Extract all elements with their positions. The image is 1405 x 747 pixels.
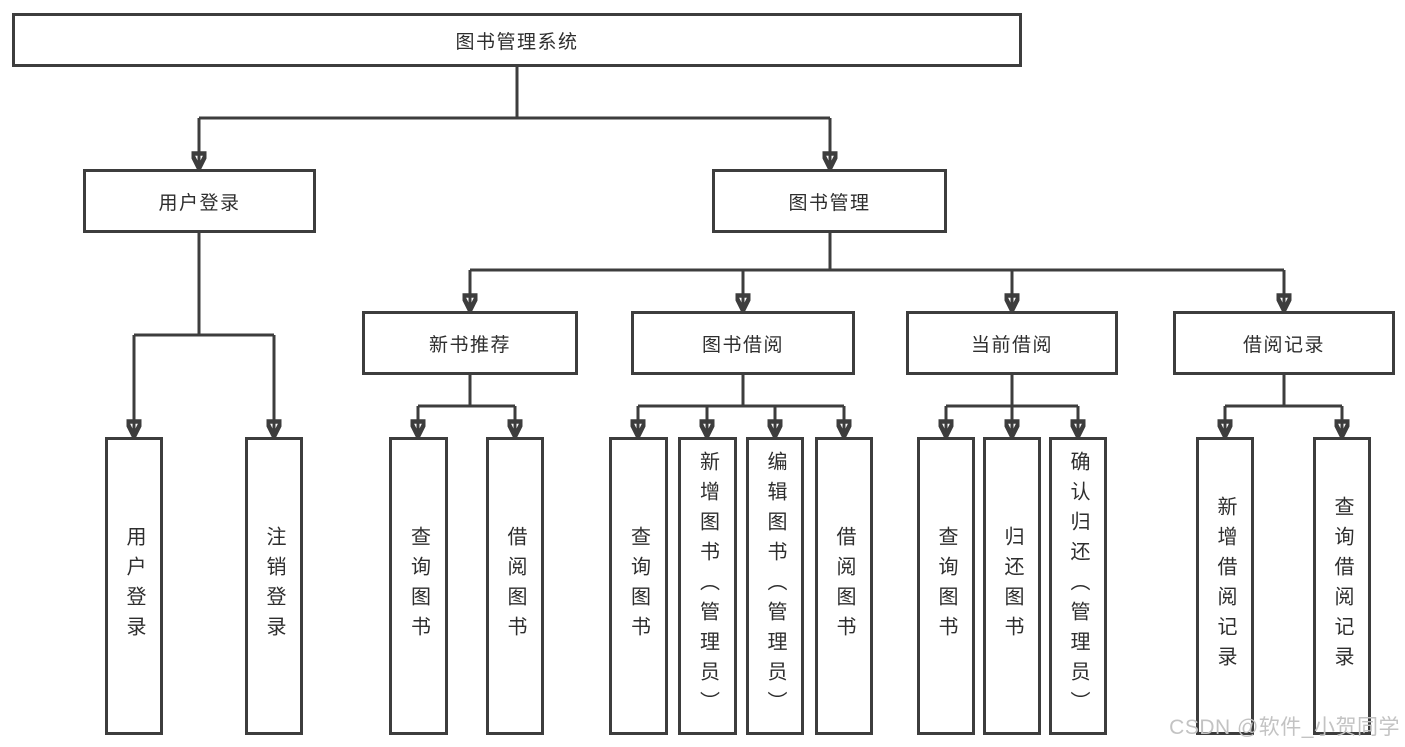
node-current-confirm-return-label: 确认归还（管理员） bbox=[1067, 451, 1089, 721]
node-current-return-books-label: 归还图书 bbox=[1001, 526, 1023, 646]
csdn-watermark: CSDN @软件_小贺同学 bbox=[1169, 716, 1400, 739]
node-user-login-leaf: 用户登录 bbox=[105, 437, 163, 735]
node-borrow-borrow-books-label: 借阅图书 bbox=[833, 526, 855, 646]
node-records-add-record: 新增借阅记录 bbox=[1196, 437, 1254, 735]
node-logout-leaf-label: 注销登录 bbox=[263, 526, 285, 646]
node-borrow-borrow-books: 借阅图书 bbox=[815, 437, 873, 735]
node-records-query-record-label: 查询借阅记录 bbox=[1331, 496, 1353, 676]
node-borrow-edit-books: 编辑图书（管理员） bbox=[746, 437, 804, 735]
node-rec-borrow-books-label: 借阅图书 bbox=[504, 526, 526, 646]
node-current-borrow: 当前借阅 bbox=[906, 311, 1118, 375]
node-book-borrow: 图书借阅 bbox=[631, 311, 855, 375]
node-borrow-add-books-label: 新增图书（管理员） bbox=[696, 451, 719, 721]
node-current-query-books: 查询图书 bbox=[917, 437, 975, 735]
node-borrow-records: 借阅记录 bbox=[1173, 311, 1395, 375]
node-user-login-label: 用户登录 bbox=[158, 192, 241, 214]
node-current-query-books-label: 查询图书 bbox=[935, 526, 957, 646]
node-root-label: 图书管理系统 bbox=[455, 31, 579, 53]
node-user-login-leaf-label: 用户登录 bbox=[123, 526, 145, 646]
node-book-borrow-label: 图书借阅 bbox=[701, 334, 784, 356]
node-new-book-rec: 新书推荐 bbox=[362, 311, 578, 375]
node-current-return-books: 归还图书 bbox=[983, 437, 1041, 735]
node-rec-borrow-books: 借阅图书 bbox=[486, 437, 544, 735]
node-current-borrow-label: 当前借阅 bbox=[970, 334, 1053, 356]
node-borrow-query-books-label: 查询图书 bbox=[627, 526, 650, 646]
node-borrow-query-books: 查询图书 bbox=[609, 437, 668, 735]
node-borrow-records-label: 借阅记录 bbox=[1242, 334, 1325, 356]
node-user-login: 用户登录 bbox=[83, 169, 316, 233]
node-rec-query-books: 查询图书 bbox=[389, 437, 448, 735]
node-rec-query-books-label: 查询图书 bbox=[407, 526, 430, 646]
node-root: 图书管理系统 bbox=[12, 13, 1022, 67]
connector-segments bbox=[134, 67, 1342, 408]
node-borrow-add-books: 新增图书（管理员） bbox=[678, 437, 737, 735]
node-records-query-record: 查询借阅记录 bbox=[1313, 437, 1371, 735]
node-borrow-edit-books-label: 编辑图书（管理员） bbox=[764, 451, 786, 721]
node-logout-leaf: 注销登录 bbox=[245, 437, 303, 735]
node-book-mgmt-label: 图书管理 bbox=[788, 192, 871, 214]
node-current-confirm-return: 确认归还（管理员） bbox=[1049, 437, 1107, 735]
node-book-mgmt: 图书管理 bbox=[712, 169, 947, 233]
node-new-book-rec-label: 新书推荐 bbox=[428, 334, 511, 356]
node-records-add-record-label: 新增借阅记录 bbox=[1214, 496, 1236, 676]
